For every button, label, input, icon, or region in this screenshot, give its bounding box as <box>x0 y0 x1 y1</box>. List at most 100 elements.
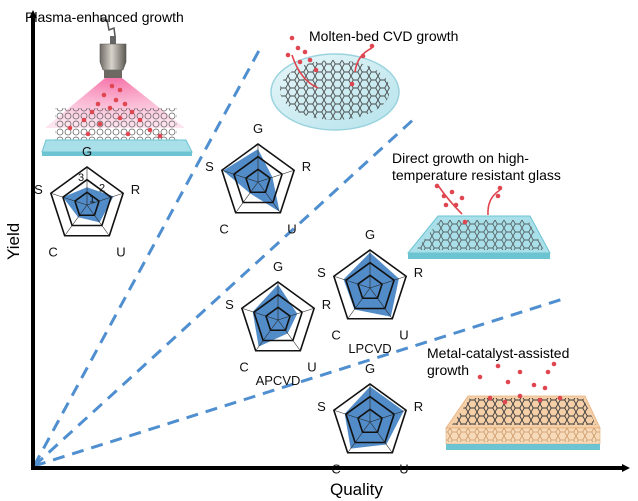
radar-axis-label-R: R <box>131 182 140 197</box>
radar-data-area <box>344 386 404 449</box>
precursor-molecule-icon <box>551 361 557 367</box>
divider-line-2 <box>32 116 417 468</box>
precursor-molecule-icon <box>89 109 95 115</box>
substrate <box>41 139 193 153</box>
precursor-molecule-icon <box>295 45 301 51</box>
divider-line-3 <box>33 296 567 468</box>
radar-ring-2 <box>344 261 396 310</box>
precursor-molecule-icon <box>349 81 355 87</box>
radar-axis-label-S: S <box>34 182 43 197</box>
nozzle-icon <box>99 43 127 71</box>
precursor-molecule-icon <box>117 87 123 93</box>
radar-axis-label-S: S <box>205 159 214 174</box>
radar-axis-label-S: S <box>225 297 234 312</box>
radar-axis-label-C: C <box>331 461 340 476</box>
radar-axis-label-G: G <box>365 361 375 376</box>
glass-illustration <box>406 183 551 259</box>
radar-ring-3 <box>240 281 316 352</box>
radar-axis-label-U: U <box>287 221 296 236</box>
radar-caption-lpcvd: LPCVD <box>348 341 391 356</box>
precursor-molecule-icon <box>67 125 73 131</box>
radar-ring-1 <box>357 274 383 300</box>
precursor-molecule-icon <box>113 97 119 103</box>
radar-axis-label-U: U <box>116 244 125 259</box>
radar-axis-label-C: C <box>48 244 57 259</box>
nozzle-wire-icon <box>100 15 116 37</box>
precursor-molecule-icon <box>557 395 563 401</box>
radar-ring-3 <box>332 383 408 454</box>
precursor-molecule-icon <box>302 49 308 55</box>
radar-axis-label-U: U <box>307 359 316 374</box>
radar-spoke <box>50 192 88 206</box>
metal-catalyst-illustration <box>445 361 601 450</box>
precursor-molecule-icon <box>497 185 503 191</box>
radar-axis-label-G: G <box>273 259 283 274</box>
precursor-molecule-icon <box>453 202 459 208</box>
radar-spoke <box>221 169 259 183</box>
precursor-molecule-icon <box>289 35 295 41</box>
radar-axis-label-R: R <box>322 297 331 312</box>
radar-ring-1 <box>74 191 100 217</box>
precursor-molecule-icon <box>517 369 523 375</box>
precursor-molecule-icon <box>360 53 366 59</box>
radar-ring-2 <box>232 155 284 204</box>
precursor-molecule-icon <box>517 393 523 399</box>
precursor-molecule-icon <box>137 117 143 123</box>
radar-ring-3 <box>220 143 296 214</box>
precursor-molecule-icon <box>285 52 291 58</box>
plasma-enhanced-illustration <box>41 15 193 156</box>
precursor-molecule-icon <box>101 92 107 98</box>
radar-spoke <box>86 192 124 206</box>
radar-axis-label-S: S <box>317 399 326 414</box>
method-label-plasma: Plasma-enhanced growth <box>25 9 184 25</box>
radar-data-area <box>343 252 399 317</box>
radar-axis-label-R: R <box>414 265 423 280</box>
radar-spoke <box>369 409 407 423</box>
precursor-molecule-icon <box>542 385 548 391</box>
radar-spoke <box>333 409 371 423</box>
method-label-glass-line1: Direct growth on high- <box>392 150 529 166</box>
radar-spoke <box>369 287 393 319</box>
precursor-molecule-icon <box>443 202 449 208</box>
radar-axis-label-C: C <box>219 221 228 236</box>
y-axis-title: Yield <box>4 223 23 260</box>
precursor-molecule-icon <box>157 133 163 139</box>
radar-ring-3 <box>332 249 408 320</box>
radar-spoke <box>369 275 407 289</box>
precursor-molecule-icon <box>81 117 87 123</box>
precursor-molecule-icon <box>537 397 543 403</box>
radar-ring-3 <box>49 166 125 237</box>
precursor-molecule-icon <box>495 363 501 369</box>
precursor-molecule-icon <box>313 67 319 73</box>
precursor-molecule-icon <box>122 101 128 107</box>
precursor-molecule-icon <box>85 131 91 137</box>
radar-scale-label-2: 2 <box>99 183 105 195</box>
radar-axis-label-R: R <box>414 399 423 414</box>
precursor-molecule-icon <box>477 374 483 380</box>
precursor-arrow-out <box>354 47 373 73</box>
radar-spoke <box>235 181 259 213</box>
precursor-molecule-icon <box>434 183 440 189</box>
radar-spoke <box>257 169 295 183</box>
precursor-molecule-icon <box>107 105 113 111</box>
radar-ring-1 <box>265 306 291 332</box>
radar-axis-label-C: C <box>331 327 340 342</box>
radar-scale-label-1: 1 <box>89 193 95 205</box>
precursor-molecule-icon <box>369 43 375 49</box>
precursor-molecule-icon <box>307 57 313 63</box>
cnt-forest <box>55 108 177 140</box>
precursor-molecule-icon <box>462 219 468 225</box>
precursor-molecule-icon <box>505 379 511 385</box>
radar-spoke <box>255 319 279 351</box>
radar-axis-label-U: U <box>399 461 408 476</box>
radar-spoke <box>277 319 301 351</box>
method-label-glass-line2: temperature resistant glass <box>392 167 561 183</box>
precursor-arrow-in <box>291 54 319 89</box>
precursor-molecule-icon <box>297 59 303 65</box>
radar-ring-1 <box>357 408 383 434</box>
method-label-molten: Molten-bed CVD growth <box>309 28 458 44</box>
x-axis-title: Quality <box>330 480 383 499</box>
